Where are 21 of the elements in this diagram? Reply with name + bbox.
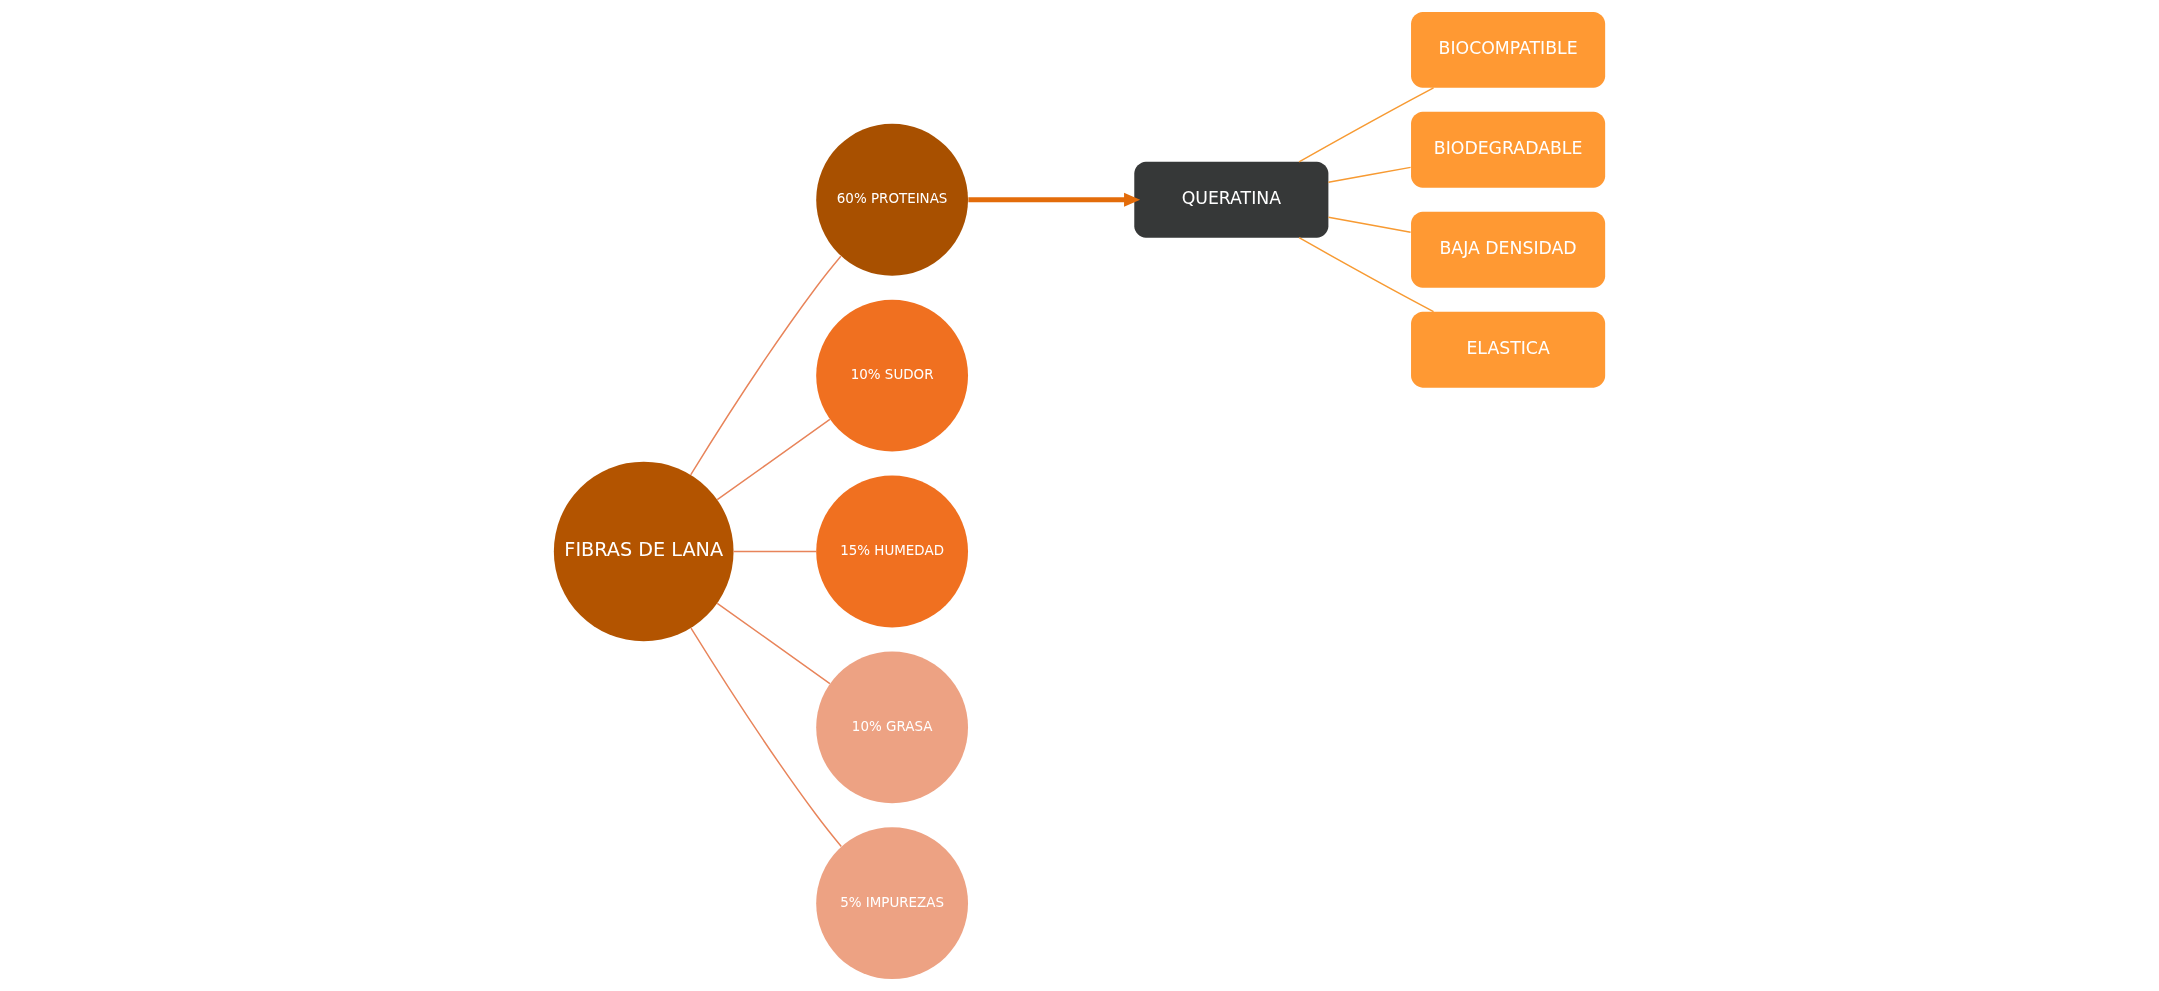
node-box: QUERATINA	[1134, 161, 1329, 238]
connector	[1327, 166, 1412, 183]
node-box: BIOCOMPATIBLE	[1411, 11, 1606, 88]
connector	[716, 418, 831, 501]
node-circle: FIBRAS DE LANA	[553, 461, 734, 642]
node-circle: 10% SUDOR	[816, 299, 969, 452]
arrow	[968, 192, 1141, 207]
connector	[1298, 87, 1435, 163]
node-circle: 5% IMPUREZAS	[816, 827, 969, 980]
connector	[690, 627, 842, 848]
connector	[716, 602, 831, 685]
node-box: BIODEGRADABLE	[1411, 111, 1606, 188]
connector	[732, 550, 817, 553]
node-circle: 15% HUMEDAD	[816, 475, 969, 628]
connector	[689, 255, 842, 476]
connector	[1298, 237, 1435, 313]
node-circle: 60% PROTEINAS	[816, 123, 969, 276]
node-circle: 10% GRASA	[816, 651, 969, 804]
connector	[1327, 216, 1412, 233]
node-box: ELASTICA	[1411, 311, 1606, 388]
node-box: BAJA DENSIDAD	[1411, 211, 1606, 288]
